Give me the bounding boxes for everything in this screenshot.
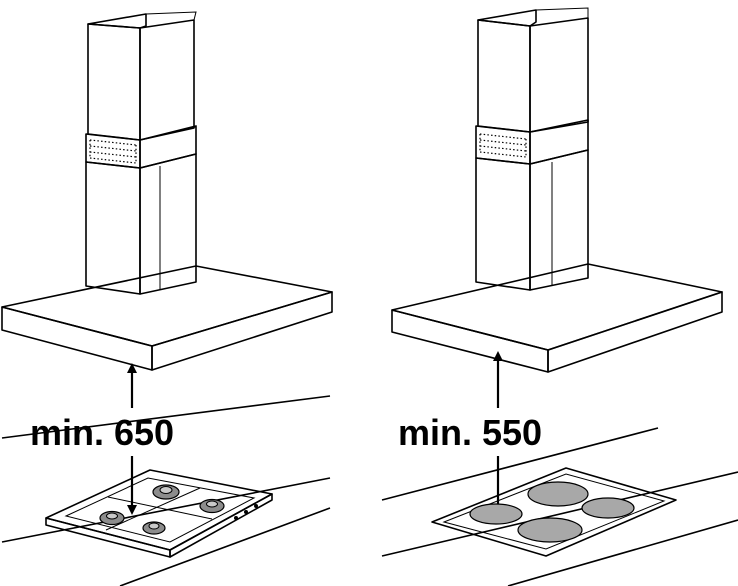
gas-burner-icon — [99, 510, 125, 526]
gas-burner-icon — [199, 498, 225, 514]
right-clearance-label: min. 550 — [398, 412, 542, 453]
right-hood-canopy-front — [391, 309, 549, 373]
left-hood-canopy-top — [1, 265, 333, 347]
right-hood-canopy-side — [547, 291, 723, 373]
right-chimney-lower-front — [475, 157, 531, 291]
left-hood-canopy-front — [1, 306, 153, 371]
electric-hob — [431, 467, 677, 557]
right-vent-grille — [479, 133, 527, 158]
cooking-zone-icon — [527, 481, 589, 507]
right-chimney-top-rim — [477, 9, 537, 27]
right-hood-canopy-top — [391, 263, 723, 351]
control-knob-icon — [234, 504, 258, 520]
right-hood — [391, 7, 723, 373]
gas-burner-icon — [142, 521, 166, 535]
electric-hob-plate — [431, 467, 677, 557]
right-chimney-upper-front — [477, 19, 531, 133]
left-chimney-lower-side — [139, 153, 197, 295]
left-hood — [1, 11, 333, 371]
left-hood-canopy-side — [151, 291, 333, 371]
right-worktop — [381, 427, 738, 586]
left-chimney-top-edge — [145, 11, 197, 21]
gas-hob — [45, 469, 273, 558]
left-chimney-upper-front — [87, 23, 141, 141]
right-chimney-lower-side — [529, 149, 589, 291]
cooking-zone-icon — [517, 517, 583, 543]
cooking-zone-icon — [581, 497, 635, 519]
cooking-zone-icon — [469, 503, 523, 525]
right-chimney-upper-side — [529, 17, 589, 133]
left-worktop — [1, 395, 331, 586]
left-chimney-lower-front — [85, 161, 141, 295]
left-chimney-top-rim — [87, 13, 147, 29]
left-chimney-upper-side — [139, 19, 195, 141]
gas-burner-icon — [152, 484, 180, 500]
right-chimney-top-edge — [535, 7, 589, 18]
left-vent-grille — [89, 139, 137, 164]
